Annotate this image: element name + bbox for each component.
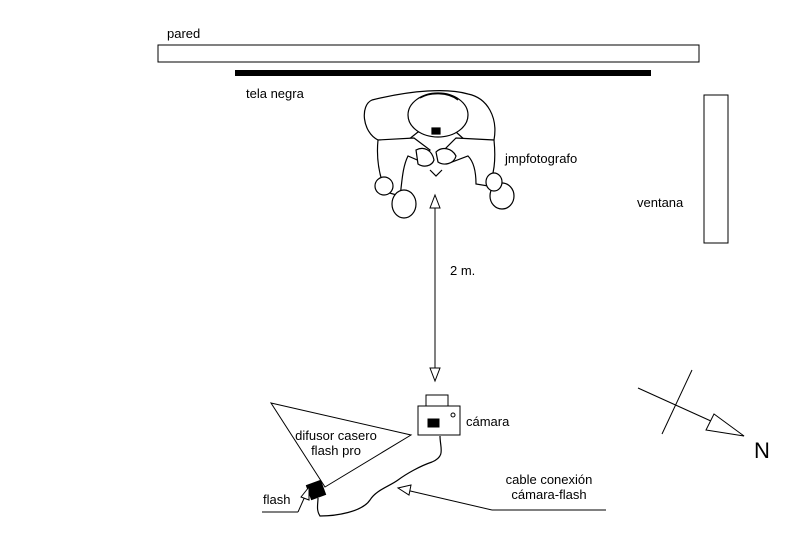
cable-label: cable conexión cámara-flash (488, 472, 610, 502)
cable-pointer (396, 484, 606, 511)
flash-label: flash (263, 492, 291, 507)
diffuser-label: difusor casero flash pro (286, 428, 386, 458)
compass-icon (637, 369, 745, 437)
flash-shape (305, 479, 327, 501)
photographer-label: jmpfotografo (505, 151, 578, 166)
window-label: ventana (637, 195, 684, 210)
diffuser-shape (269, 402, 413, 488)
wall-shape (157, 44, 700, 63)
diffuser-label-line1: difusor casero (295, 428, 377, 443)
black-cloth-shape (235, 70, 651, 76)
diffuser-label-line2: flash pro (311, 443, 361, 458)
camera-shape (417, 394, 461, 436)
wall-label: pared (167, 26, 201, 41)
distance-arrow (429, 193, 441, 383)
distance-label: 2 m. (450, 263, 476, 278)
cable-label-line1: cable conexión (505, 472, 593, 487)
connection-cable (316, 435, 442, 517)
window-shape (703, 94, 729, 244)
photographer-figure (363, 90, 515, 219)
cable-label-line2: cámara-flash (511, 487, 587, 502)
flash-pointer (262, 485, 310, 513)
north-label: N (754, 438, 770, 463)
camera-label: cámara (466, 414, 510, 429)
black-cloth-label: tela negra (246, 86, 304, 101)
